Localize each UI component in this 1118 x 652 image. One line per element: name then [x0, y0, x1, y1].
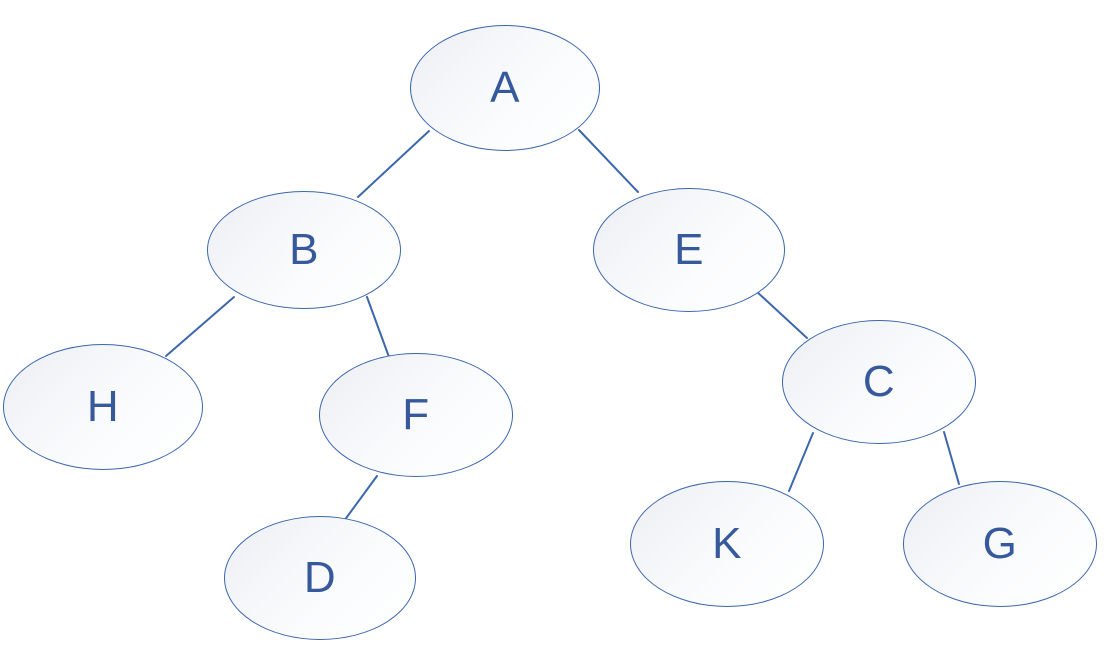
tree-node-label: G — [982, 519, 1018, 568]
tree-node-label: D — [303, 553, 337, 602]
tree-node-c[interactable]: C — [782, 320, 976, 444]
edge-f-d — [343, 475, 378, 522]
tree-node-k[interactable]: K — [630, 481, 824, 607]
tree-node-b[interactable]: B — [207, 191, 401, 309]
tree-node-label: E — [674, 225, 704, 274]
tree-node-label: A — [490, 63, 520, 112]
tree-node-g[interactable]: G — [903, 481, 1097, 607]
tree-node-h[interactable]: H — [3, 344, 203, 470]
edge-a-b — [357, 130, 430, 198]
edge-b-h — [165, 296, 235, 357]
tree-node-label: H — [86, 382, 120, 431]
edge-e-c — [755, 290, 808, 339]
tree-node-label: K — [712, 519, 742, 568]
tree-node-f[interactable]: F — [319, 353, 513, 477]
tree-node-label: F — [402, 390, 430, 439]
edge-a-e — [578, 129, 639, 193]
edge-c-k — [788, 432, 814, 492]
tree-node-label: C — [862, 357, 896, 406]
edge-b-f — [366, 296, 390, 358]
tree-node-e[interactable]: E — [593, 188, 785, 312]
edge-c-g — [943, 431, 960, 485]
tree-node-label: B — [289, 225, 319, 274]
tree-node-a[interactable]: A — [410, 25, 600, 151]
tree-node-d[interactable]: D — [224, 516, 416, 640]
